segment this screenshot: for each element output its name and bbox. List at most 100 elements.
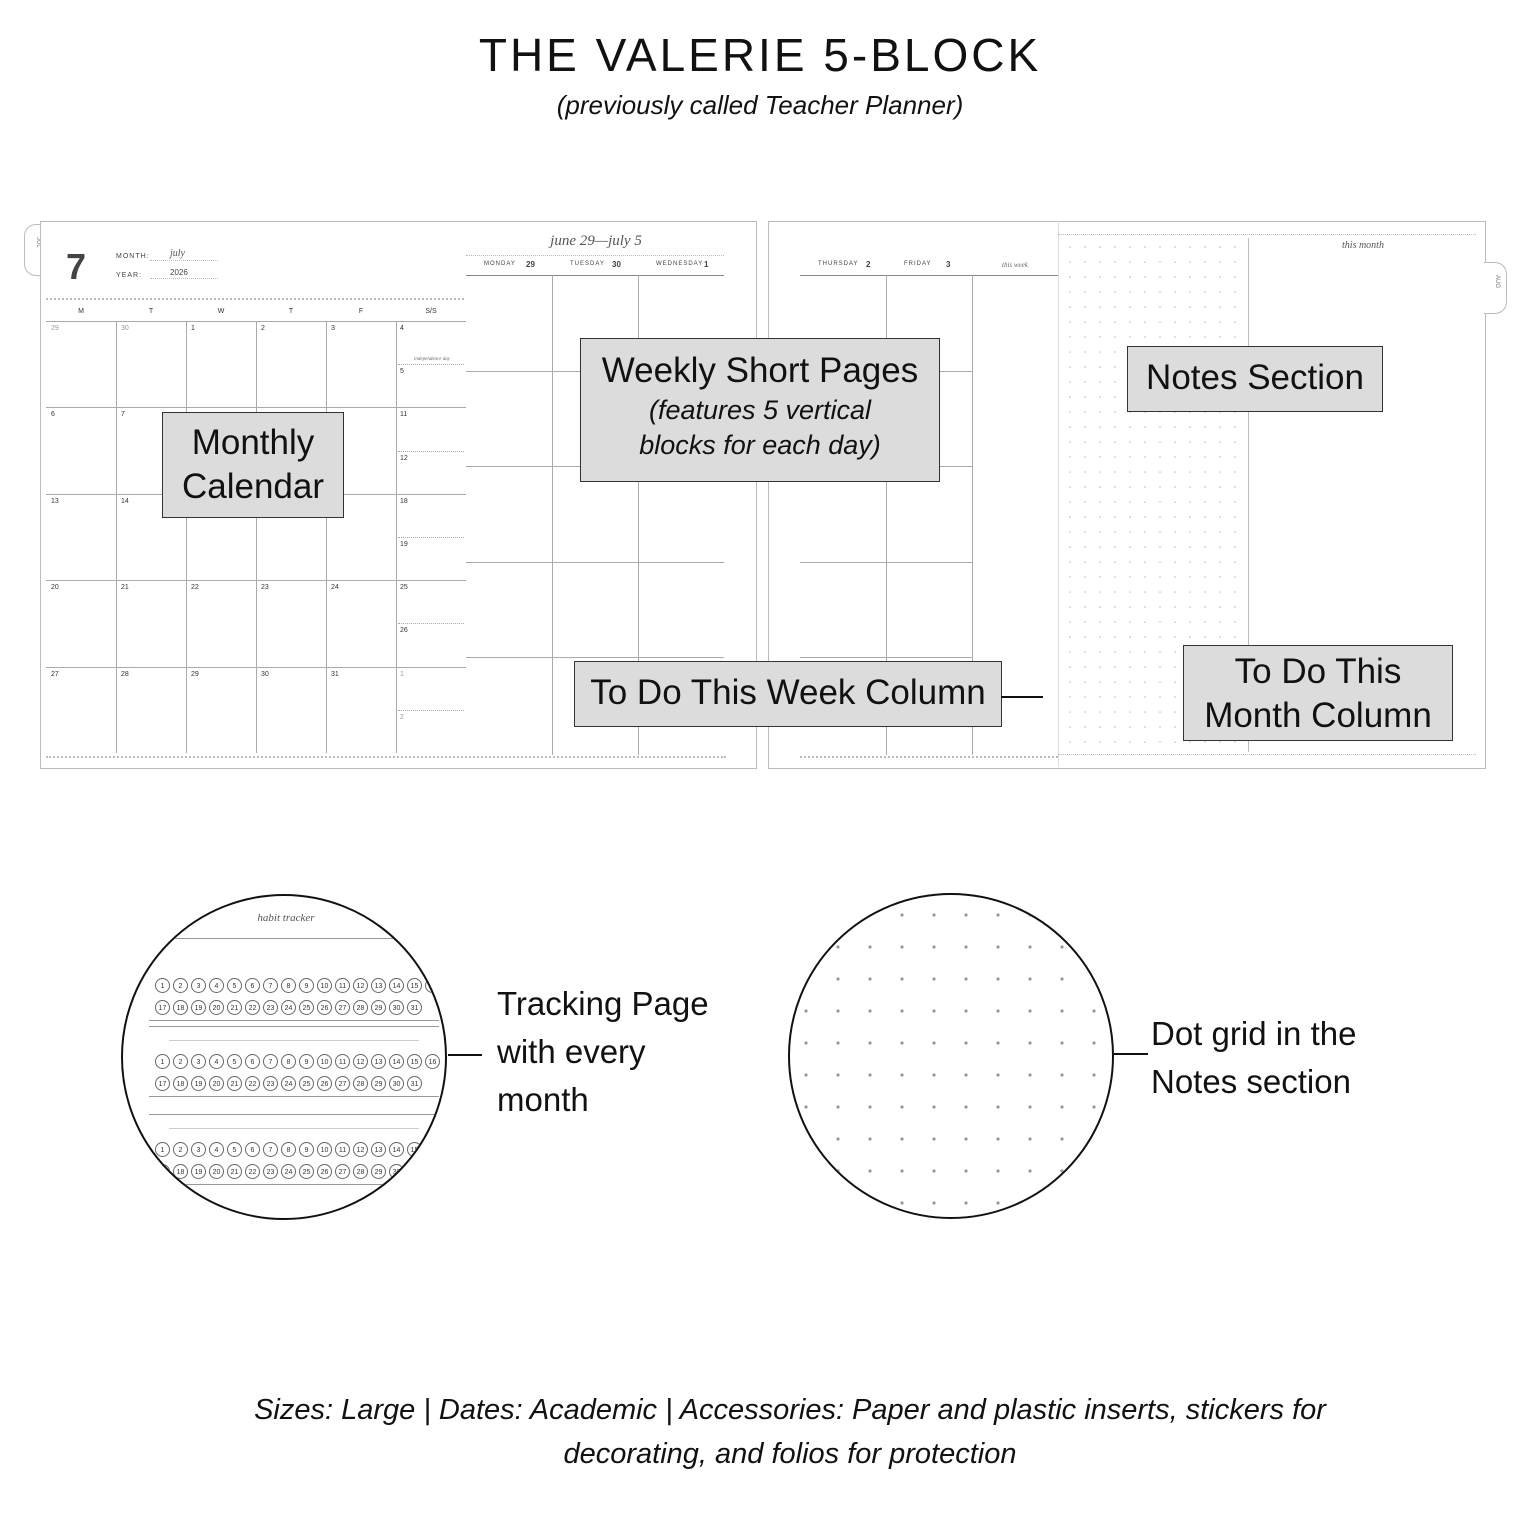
day-number: 23 <box>261 584 269 592</box>
grid-dot <box>1028 1137 1032 1141</box>
grid-dot <box>868 1041 872 1045</box>
grid-line <box>186 321 187 753</box>
grid-line <box>46 666 466 668</box>
grid-dot <box>964 1201 968 1205</box>
callout-todo-week: To Do This Week Column <box>574 661 1002 727</box>
grid-dot <box>996 1201 1000 1205</box>
tracker-day-circle: 13 <box>371 978 386 993</box>
tracker-day-circle: 14 <box>389 1054 404 1069</box>
tracker-day-circle: 10 <box>317 978 332 993</box>
grid-dot <box>836 977 840 981</box>
grid-dot <box>1092 1137 1096 1141</box>
grid-dot <box>900 1169 904 1173</box>
page-title: THE VALERIE 5-BLOCK <box>478 29 1042 81</box>
day-number: 11 <box>400 411 408 419</box>
tracker-day-circle: 13 <box>371 1054 386 1069</box>
day-number: 5 <box>400 368 404 376</box>
grid-dot <box>1060 1137 1064 1141</box>
grid-dot <box>836 1169 840 1173</box>
grid-dot <box>868 913 872 917</box>
grid-dot <box>996 1105 1000 1109</box>
day-number: 25 <box>400 584 408 592</box>
this-month-label: this month <box>1342 240 1384 251</box>
grid-dot <box>1028 1009 1032 1013</box>
month-value: july <box>170 248 185 259</box>
tracker-day-circle: 18 <box>173 1076 188 1091</box>
tracker-day-circle: 16 <box>425 978 440 993</box>
grid-dot <box>932 1041 936 1045</box>
tracker-day-circle: 19 <box>191 1076 206 1091</box>
weekend-divider <box>398 709 464 711</box>
tracker-day-circle: 9 <box>299 978 314 993</box>
day-number: 3 <box>331 325 335 332</box>
grid-dot <box>900 1105 904 1109</box>
tracker-day-circle: 16 <box>425 1054 440 1069</box>
grid-dot <box>868 977 872 981</box>
tracker-day-circle: 2 <box>173 1142 188 1157</box>
grid-dot <box>868 1137 872 1141</box>
grid-dot <box>1092 977 1096 981</box>
tracker-day-circle: 18 <box>173 1164 188 1179</box>
grid-dot <box>1092 1009 1096 1013</box>
grid-dot <box>804 1169 808 1173</box>
tracker-day-circle: 26 <box>317 1164 332 1179</box>
tracker-rule <box>149 938 439 939</box>
grid-dot <box>1028 1169 1032 1173</box>
grid-dot <box>932 1073 936 1077</box>
day-number: 19 <box>400 541 408 548</box>
tracker-day-circle: 8 <box>281 1142 296 1157</box>
tracker-day-circle: 31 <box>407 1000 422 1015</box>
grid-dot <box>1060 1073 1064 1077</box>
grid-dot <box>1060 1009 1064 1013</box>
tracker-day-circle: 7 <box>263 1142 278 1157</box>
grid-dot <box>964 1073 968 1077</box>
day-number: 6 <box>51 411 55 419</box>
tracker-day-circle: 20 <box>209 1000 224 1015</box>
day-number: 22 <box>191 584 199 592</box>
tracker-day-circle: 2 <box>173 1054 188 1069</box>
grid-line <box>256 321 257 753</box>
day-name: TUESDAY <box>570 261 605 267</box>
tracker-day-circle: 4 <box>209 1142 224 1157</box>
tracker-day-circle: 27 <box>335 1000 350 1015</box>
tracker-rule <box>149 1184 439 1185</box>
grid-dot <box>932 977 936 981</box>
tracker-day-circle: 24 <box>281 1000 296 1015</box>
tracker-day-circle: 5 <box>227 1142 242 1157</box>
tracker-day-circle: 9 <box>299 1054 314 1069</box>
grid-dot <box>900 913 904 917</box>
grid-dot <box>836 1041 840 1045</box>
tracker-day-circle: 21 <box>227 1076 242 1091</box>
tracker-title: habit tracker <box>257 912 315 924</box>
tracker-day-circle: 4 <box>209 978 224 993</box>
grid-dot <box>996 1169 1000 1173</box>
tracker-day-circle: 31 <box>407 1076 422 1091</box>
weekend-divider <box>398 450 464 452</box>
grid-line <box>396 321 397 753</box>
grid-dot <box>932 1009 936 1013</box>
grid-line <box>46 580 466 582</box>
weekday-header: S/S <box>425 308 437 315</box>
grid-dot <box>1028 1105 1032 1109</box>
tracker-day-circle: 8 <box>281 1054 296 1069</box>
grid-dot <box>996 1009 1000 1013</box>
tracker-day-circle: 26 <box>317 1076 332 1091</box>
tracker-day-circle: 25 <box>299 1164 314 1179</box>
block-line <box>800 657 972 659</box>
tracker-day-circle: 29 <box>371 1000 386 1015</box>
week-range-title: june 29—july 5 <box>550 233 642 249</box>
block-line <box>466 561 724 563</box>
grid-dot <box>1060 1169 1064 1173</box>
grid-dot <box>1092 1073 1096 1077</box>
grid-dot <box>1060 913 1064 917</box>
grid-line <box>46 407 466 409</box>
header-rule <box>466 275 724 276</box>
grid-dot <box>1092 1105 1096 1109</box>
callout-monthly-calendar: Monthly Calendar <box>162 412 344 518</box>
grid-dot <box>804 1137 808 1141</box>
weekend-divider <box>398 623 464 625</box>
grid-dot <box>932 1137 936 1141</box>
grid-dot <box>964 1169 968 1173</box>
grid-line <box>116 321 117 753</box>
